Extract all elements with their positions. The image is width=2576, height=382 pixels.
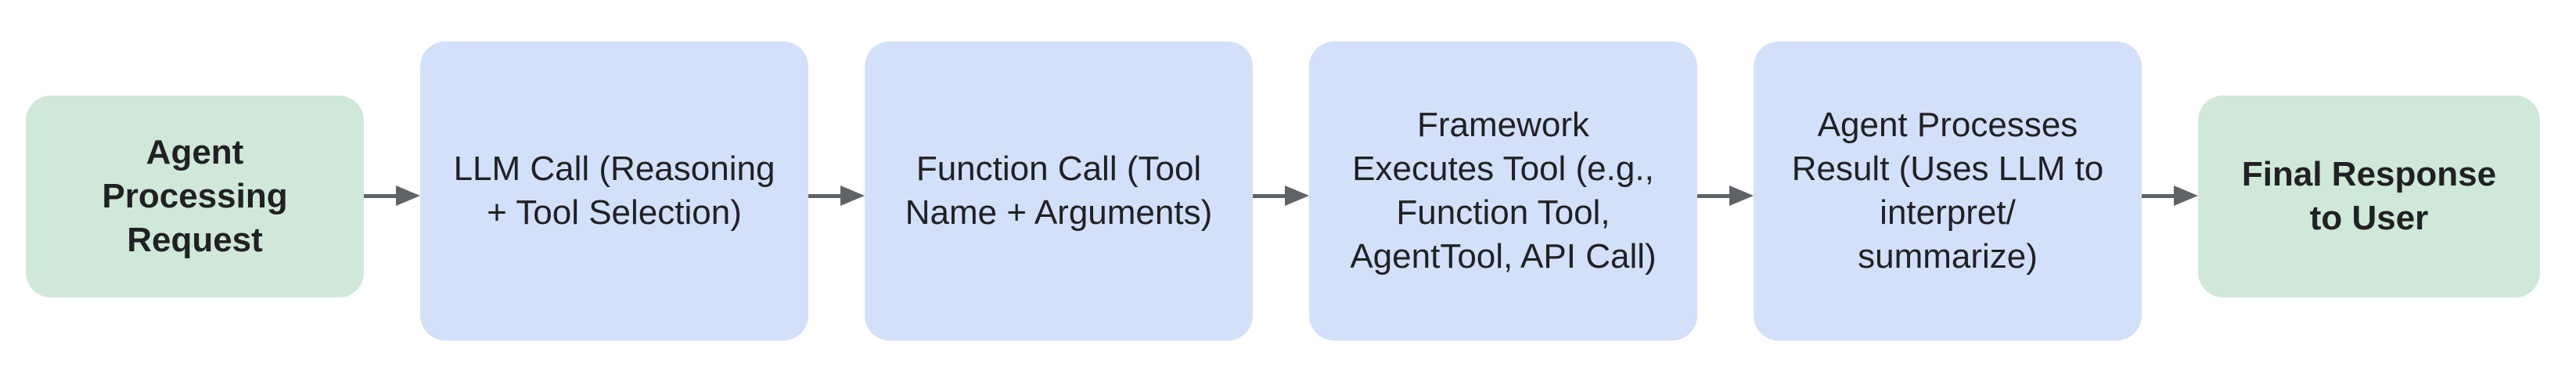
node-label: Agent Processes Result (Uses LLM to inte… — [1791, 106, 2104, 276]
node-function-call: Function Call (Tool Name + Arguments) — [865, 41, 1253, 341]
arrowhead-icon — [1285, 186, 1309, 206]
node-agent-processing-request: Agent Processing Request — [26, 96, 364, 297]
flow-arrow-5 — [2142, 185, 2198, 207]
node-final-response-to-user: Final Response to User — [2198, 96, 2540, 297]
arrowhead-icon — [2174, 186, 2198, 206]
arrow-line — [808, 194, 844, 198]
node-agent-processes-result: Agent Processes Result (Uses LLM to inte… — [1754, 41, 2142, 341]
node-label: Function Call (Tool Name + Arguments) — [905, 150, 1213, 232]
arrow-line — [364, 194, 400, 198]
flow-arrow-2 — [808, 185, 865, 207]
arrowhead-icon — [1729, 186, 1754, 206]
node-framework-executes-tool: Framework Executes Tool (e.g., Function … — [1309, 41, 1697, 341]
node-label: Agent Processing Request — [102, 133, 288, 259]
arrow-line — [2142, 194, 2178, 198]
node-label: Final Response to User — [2241, 155, 2497, 237]
arrowhead-icon — [396, 186, 420, 206]
flow-arrow-1 — [364, 185, 420, 207]
node-label: LLM Call (Reasoning + Tool Selection) — [453, 150, 775, 232]
node-llm-call: LLM Call (Reasoning + Tool Selection) — [420, 41, 808, 341]
arrowhead-icon — [840, 186, 865, 206]
node-label: Framework Executes Tool (e.g., Function … — [1350, 106, 1657, 276]
flow-arrow-4 — [1697, 185, 1754, 207]
flow-arrow-3 — [1253, 185, 1309, 207]
arrow-line — [1697, 194, 1733, 198]
arrow-line — [1253, 194, 1289, 198]
